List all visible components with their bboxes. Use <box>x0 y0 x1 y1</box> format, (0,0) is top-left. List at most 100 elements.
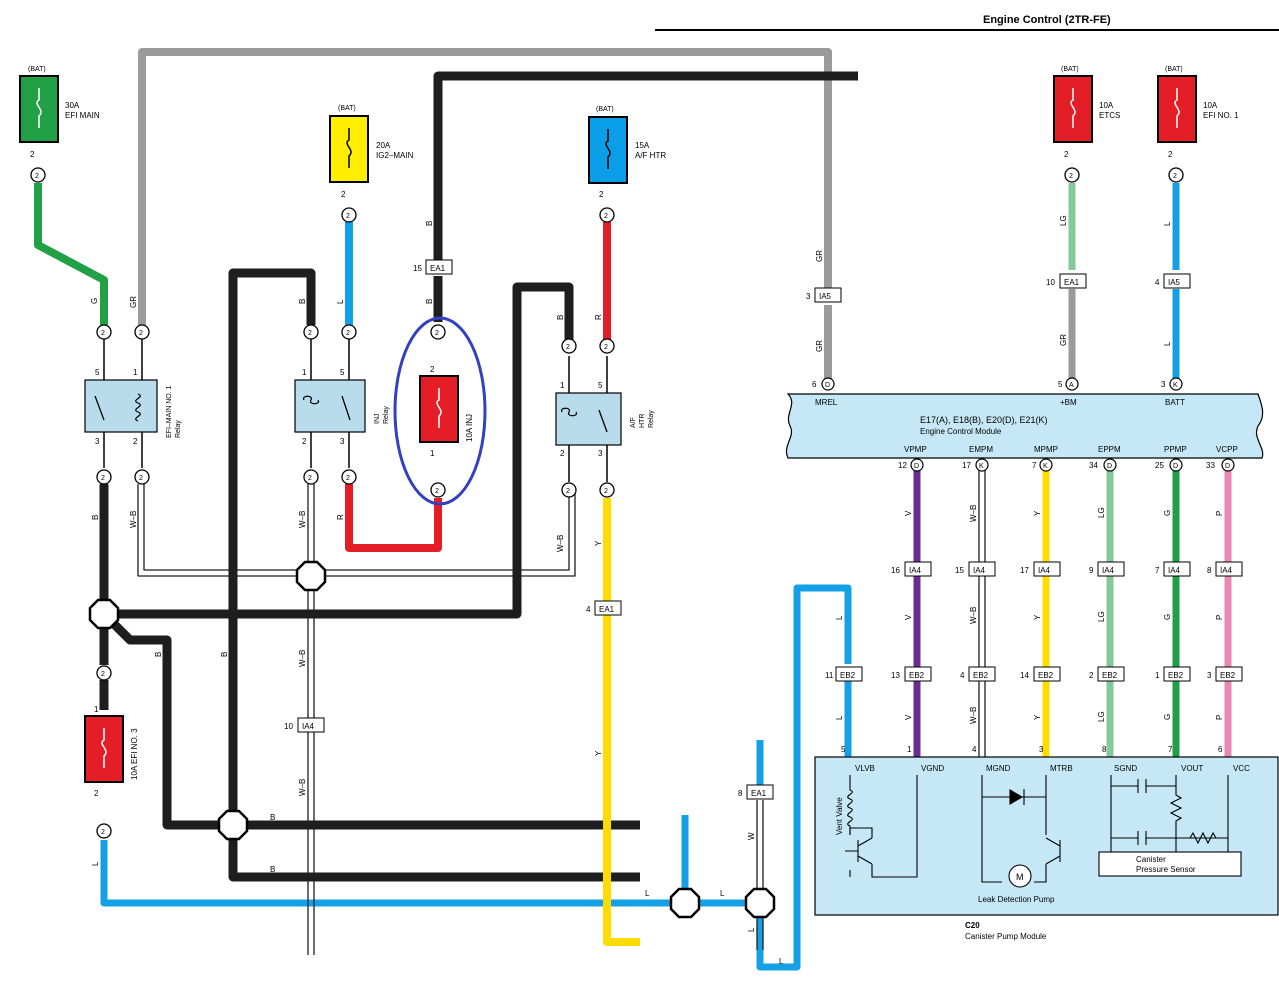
svg-text:D: D <box>1173 463 1178 470</box>
svg-text:PPMP: PPMP <box>1164 445 1187 454</box>
svg-text:5: 5 <box>598 381 603 390</box>
page-title: Engine Control (2TR-FE) <box>983 14 1111 26</box>
svg-text:2: 2 <box>566 488 570 495</box>
svg-text:7: 7 <box>1155 566 1160 575</box>
fuse-label: 10A EFI NO. 3 <box>130 728 139 780</box>
svg-text:1: 1 <box>133 368 138 377</box>
svg-text:5: 5 <box>95 368 100 377</box>
svg-text:GR: GR <box>815 340 824 352</box>
svg-text:EFI–MAIN NO. 1: EFI–MAIN NO. 1 <box>166 385 173 438</box>
svg-text:B: B <box>91 515 100 520</box>
svg-text:2: 2 <box>302 437 307 446</box>
connector-ea1-right: EA1 10 <box>1046 273 1087 289</box>
svg-text:G: G <box>1163 614 1172 620</box>
svg-text:15: 15 <box>413 264 422 273</box>
svg-text:3: 3 <box>598 449 603 458</box>
junction-node <box>217 809 249 841</box>
svg-text:2: 2 <box>346 475 350 482</box>
svg-text:GR: GR <box>1059 334 1068 346</box>
svg-text:VCC: VCC <box>1233 764 1250 773</box>
fuse-etcs: (BAT) 10A ETCS <box>1053 66 1120 143</box>
svg-text:LG: LG <box>1097 711 1106 722</box>
ecm-name: Engine Control Module <box>920 427 1002 436</box>
svg-text:C20: C20 <box>965 921 980 930</box>
svg-text:8: 8 <box>738 789 743 798</box>
svg-text:EB2: EB2 <box>1038 671 1054 680</box>
wire-y <box>603 498 640 946</box>
svg-text:A/F: A/F <box>630 417 637 428</box>
svg-text:INJ: INJ <box>374 414 381 425</box>
wire-l-bottom <box>100 584 852 971</box>
fuse-body <box>329 115 369 183</box>
svg-text:G: G <box>1163 714 1172 720</box>
svg-text:Relay: Relay <box>175 420 182 438</box>
connector-ea1-w: EA1 8 <box>738 784 774 800</box>
svg-text:EMPM: EMPM <box>969 445 993 454</box>
bat-label: (BAT) <box>596 106 614 113</box>
svg-text:K: K <box>1043 463 1048 470</box>
vent-valve-coil-icon <box>847 775 853 835</box>
svg-text:D: D <box>1107 463 1112 470</box>
svg-text:8: 8 <box>1207 566 1212 575</box>
svg-text:G: G <box>90 298 99 304</box>
svg-text:1: 1 <box>302 368 307 377</box>
svg-text:5: 5 <box>1058 380 1063 389</box>
svg-text:2: 2 <box>1089 671 1094 680</box>
svg-text:2: 2 <box>1168 150 1173 159</box>
fuse-body <box>419 375 459 443</box>
wire-b-lower-1 <box>100 610 640 830</box>
fuse-ig2-main: (BAT) 20A IG2–MAIN <box>329 105 414 183</box>
wire-b-lower-2 <box>228 825 640 882</box>
svg-text:2: 2 <box>101 829 105 836</box>
svg-text:IA4: IA4 <box>1168 566 1181 575</box>
svg-text:D: D <box>914 463 919 470</box>
svg-text:2: 2 <box>346 330 350 337</box>
svg-text:4: 4 <box>586 605 591 614</box>
svg-text:W–B: W–B <box>129 511 138 528</box>
svg-text:M: M <box>1016 872 1024 882</box>
svg-text:2: 2 <box>308 330 312 337</box>
svg-text:13: 13 <box>891 671 900 680</box>
svg-text:3: 3 <box>806 292 811 301</box>
svg-text:2: 2 <box>341 190 346 199</box>
fuse-name: A/F HTR <box>635 151 666 160</box>
svg-text:1: 1 <box>1155 671 1160 680</box>
wire-r-inj <box>345 484 442 552</box>
svg-text:L: L <box>835 715 844 720</box>
svg-text:16: 16 <box>891 566 900 575</box>
connector-ia4-wb: IA4 10 <box>284 717 325 733</box>
svg-text:VLVB: VLVB <box>855 764 875 773</box>
junction-node <box>669 887 701 919</box>
connector-ia5-right: IA5 4 <box>1155 273 1191 289</box>
module-circuitry <box>845 775 1242 888</box>
fuse-body <box>1053 75 1093 143</box>
svg-text:25: 25 <box>1155 461 1164 470</box>
svg-text:Leak Detection Pump: Leak Detection Pump <box>978 895 1055 904</box>
svg-text:L: L <box>91 861 100 866</box>
fuse-body <box>84 715 124 783</box>
svg-text:L: L <box>720 889 725 898</box>
svg-text:MTRB: MTRB <box>1050 764 1073 773</box>
wire-w-double <box>756 800 764 950</box>
svg-text:W–B: W–B <box>298 511 307 528</box>
svg-text:W–B: W–B <box>969 707 978 724</box>
svg-text:R: R <box>336 514 345 520</box>
fuse-body <box>1157 75 1197 143</box>
svg-text:17: 17 <box>962 461 971 470</box>
svg-text:L: L <box>336 299 345 304</box>
svg-text:IA5: IA5 <box>1168 278 1181 287</box>
svg-text:MPMP: MPMP <box>1034 445 1058 454</box>
svg-text:VOUT: VOUT <box>1181 764 1203 773</box>
fuse-name: EFI NO. 1 <box>1203 111 1239 120</box>
svg-text:B: B <box>270 865 275 874</box>
svg-text:IA4: IA4 <box>1220 566 1233 575</box>
wire-g-efi-main <box>34 183 108 325</box>
svg-text:2: 2 <box>604 344 608 351</box>
svg-text:3: 3 <box>1161 380 1166 389</box>
svg-text:Y: Y <box>1033 510 1042 516</box>
svg-text:B: B <box>425 221 434 226</box>
svg-text:Vent Valve: Vent Valve <box>835 797 844 835</box>
